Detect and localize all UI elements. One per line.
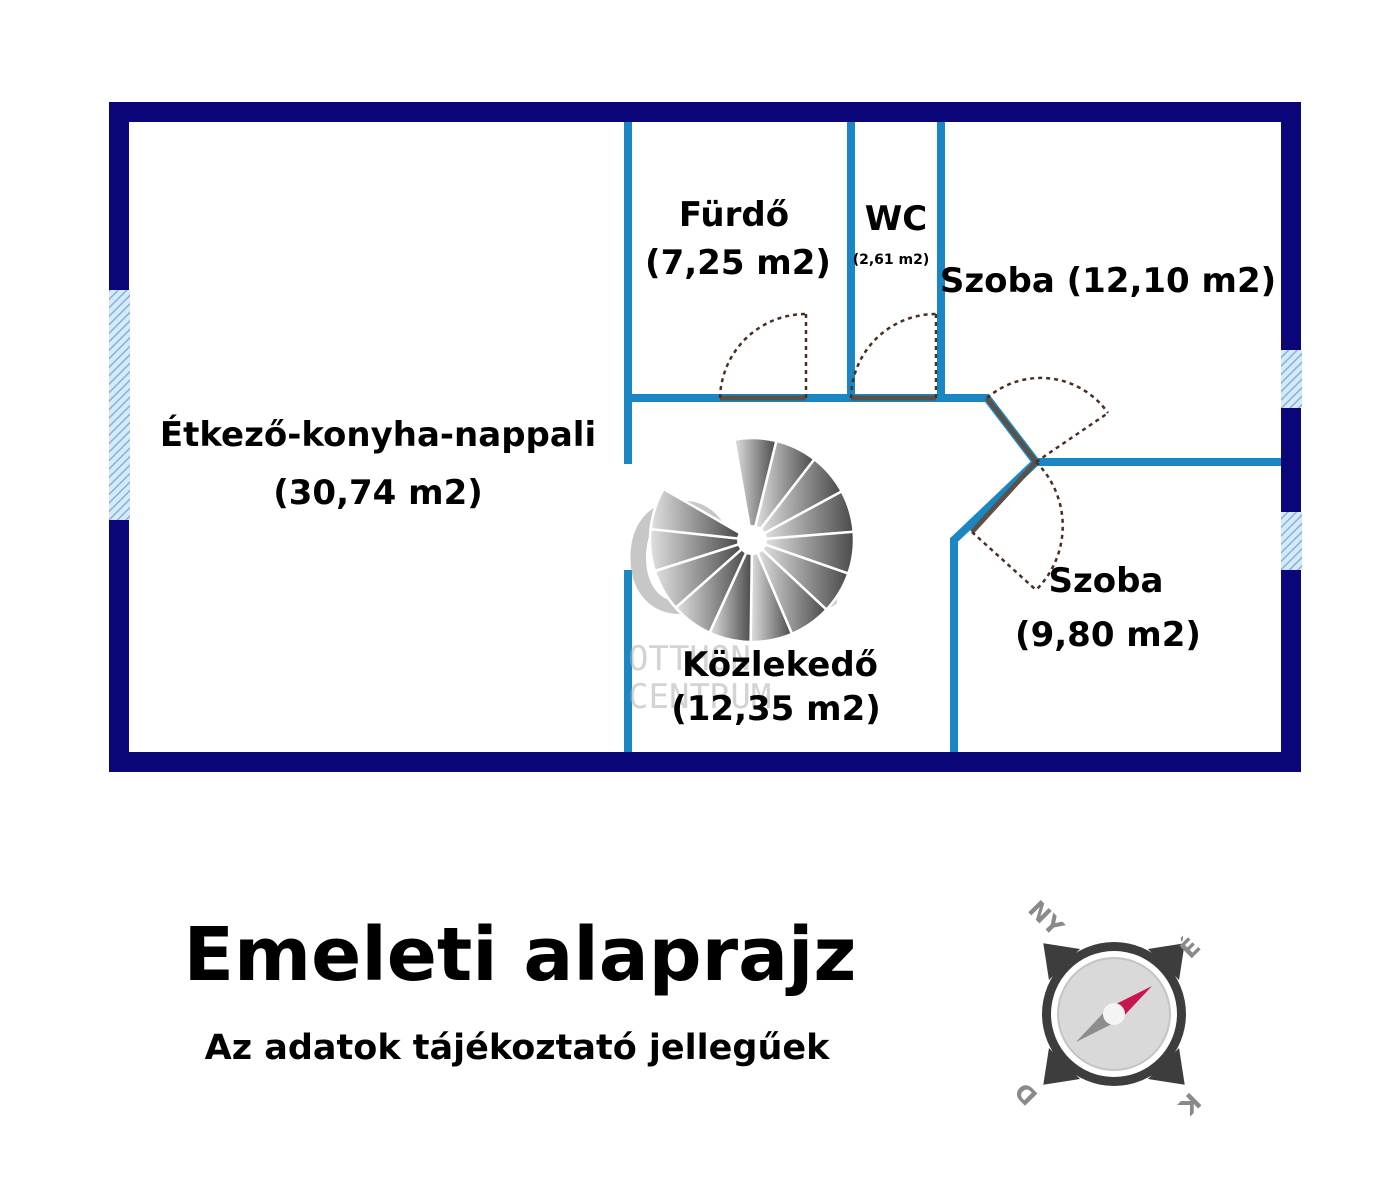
stair-tread <box>649 487 742 540</box>
compass-label-east: K <box>1172 1087 1206 1121</box>
room-label-room-small: Szoba <box>1049 561 1164 601</box>
window-right-lower <box>1281 512 1302 570</box>
room-area-wc: (2,61 m2) <box>853 252 930 268</box>
room-area-living: (30,74 m2) <box>273 473 483 513</box>
compass-body <box>1042 942 1186 1086</box>
compass-label-south: D <box>1009 1077 1043 1111</box>
window-left <box>109 290 130 520</box>
door-room-small <box>970 460 1064 591</box>
spiral-staircase <box>648 436 856 644</box>
compass: NY É D K <box>1009 895 1206 1121</box>
door-bath <box>718 312 808 401</box>
room-label-bath: Fürdő <box>679 195 789 235</box>
room-label-living: Étkező-konyha-nappali <box>160 414 596 455</box>
door-wc <box>849 312 938 401</box>
room-area-hall: (12,35 m2) <box>671 689 881 729</box>
svg-text:CENTRUM: CENTRUM <box>628 677 771 717</box>
room-area-bath: (7,25 m2) <box>645 243 831 283</box>
plan-subtitle: Az adatok tájékoztató jellegűek <box>204 1028 830 1068</box>
room-label-wc: WC <box>865 199 927 239</box>
window-right-upper <box>1281 350 1302 408</box>
plan-title: Emeleti alaprajz <box>183 912 857 998</box>
room-label-room-large: Szoba (12,10 m2) <box>940 261 1276 301</box>
svg-text:OTTHON: OTTHON <box>628 639 751 679</box>
room-area-room-small: (9,80 m2) <box>1015 615 1201 655</box>
stair-center-post <box>738 526 766 554</box>
room-label-hall: Közlekedő <box>682 645 878 685</box>
door-room-large <box>985 376 1110 464</box>
